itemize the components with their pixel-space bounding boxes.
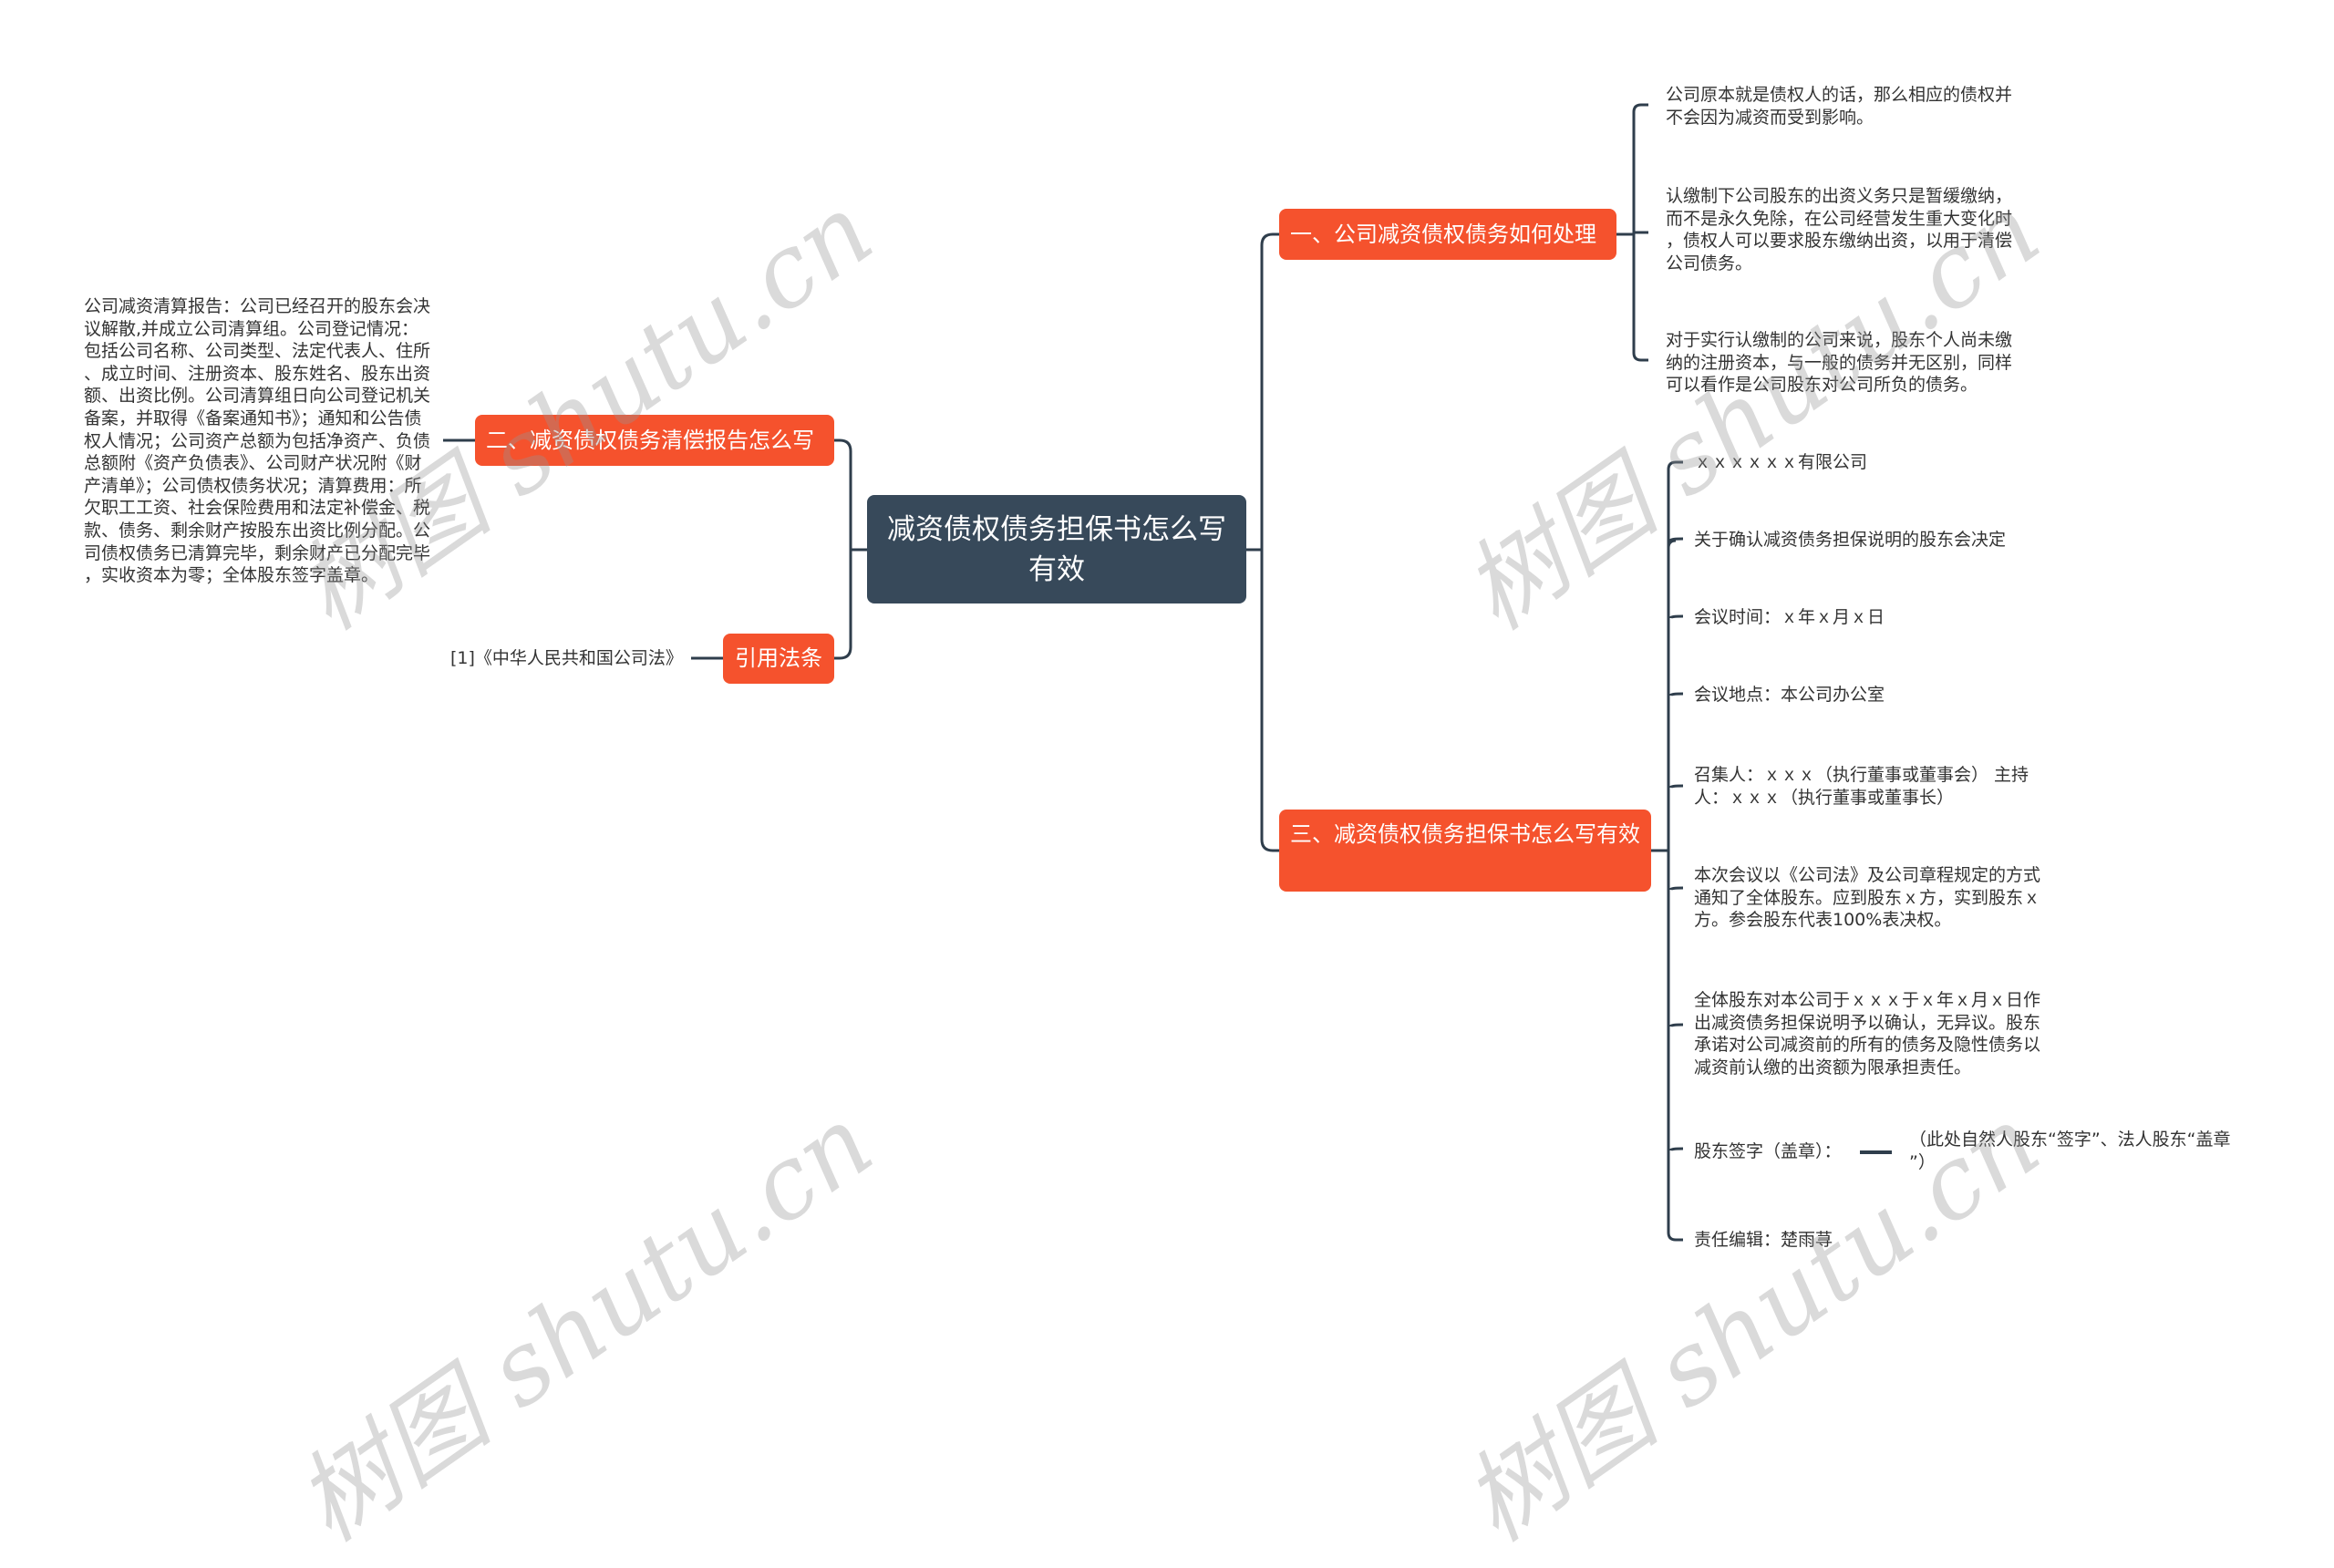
- branch-2-leaf-1: 公司减资清算报告：公司已经召开的股东会决 议解散,并成立公司清算组。公司登记情况…: [84, 296, 431, 586]
- branch-3-leaf-decision-title: 关于确认减资债务担保说明的股东会决定: [1694, 530, 2007, 550]
- signature-note: （此处自然人股东“签字”、法人股东“盖章 ”）: [1909, 1130, 2231, 1172]
- branch-1-leaf-2: 认缴制下公司股东的出资义务只是暂缓缴纳， 而不是永久免除，在公司经营发生重大变化…: [1666, 186, 2013, 273]
- branch-node-2[interactable]: 二、减资债权债务清偿报告怎么写: [475, 415, 834, 466]
- branch-3-leaf-confirmation: 全体股东对本公司于ｘｘｘ于ｘ年ｘ月ｘ日作 出减资债务担保说明予以确认，无异议。股…: [1694, 990, 2041, 1078]
- mindmap-canvas: 减资债权债务担保书怎么写有效 一、公司减资债权债务如何处理 公司原本就是债权人的…: [84, 85, 2231, 1563]
- branch-3-leaf-signature: 股东签字（盖章）：: [1694, 1141, 1842, 1161]
- branch-node-citation[interactable]: 引用法条: [723, 634, 834, 684]
- connector-lines: [443, 103, 1892, 1242]
- branch-3-leaf-company: ｘｘｘｘｘｘ有限公司: [1694, 452, 1868, 472]
- branch-2-label: 二、减资债权债务清偿报告怎么写: [486, 428, 814, 453]
- branch-node-3[interactable]: 三、减资债权债务担保书怎么写有效: [1279, 810, 1651, 892]
- branch-node-1[interactable]: 一、公司减资债权债务如何处理: [1279, 209, 1616, 260]
- branch-3-leaf-convener: 召集人：ｘｘｘ（执行董事或董事会） 主持 人：ｘｘｘ（执行董事或董事长）: [1694, 765, 2029, 808]
- branch-3-leaf-meeting-time: 会议时间：ｘ年ｘ月ｘ日: [1694, 607, 1885, 627]
- root-label: 减资债权债务担保书怎么写有效: [887, 512, 1226, 586]
- citation-leaf: [1]《中华人民共和国公司法》: [450, 648, 683, 668]
- branch-3-leaf-notice: 本次会议以《公司法》及公司章程规定的方式 通知了全体股东。应到股东ｘ方，实到股东…: [1694, 865, 2041, 931]
- branch-1-leaf-1: 公司原本就是债权人的话，那么相应的债权并 不会因为减资而受到影响。: [1666, 85, 2013, 128]
- citation-branch-label: 引用法条: [735, 645, 822, 671]
- branch-3-leaf-meeting-place: 会议地点：本公司办公室: [1694, 685, 1885, 705]
- branch-1-leaf-3: 对于实行认缴制的公司来说，股东个人尚未缴 纳的注册资本，与一般的债务并无区别，同…: [1666, 330, 2013, 396]
- branch-3-leaf-editor: 责任编辑：楚雨荨: [1694, 1230, 1833, 1250]
- root-node[interactable]: 减资债权债务担保书怎么写有效: [867, 495, 1246, 603]
- branch-1-label: 一、公司减资债权债务如何处理: [1290, 222, 1596, 247]
- branch-3-label: 三、减资债权债务担保书怎么写有效: [1290, 821, 1640, 847]
